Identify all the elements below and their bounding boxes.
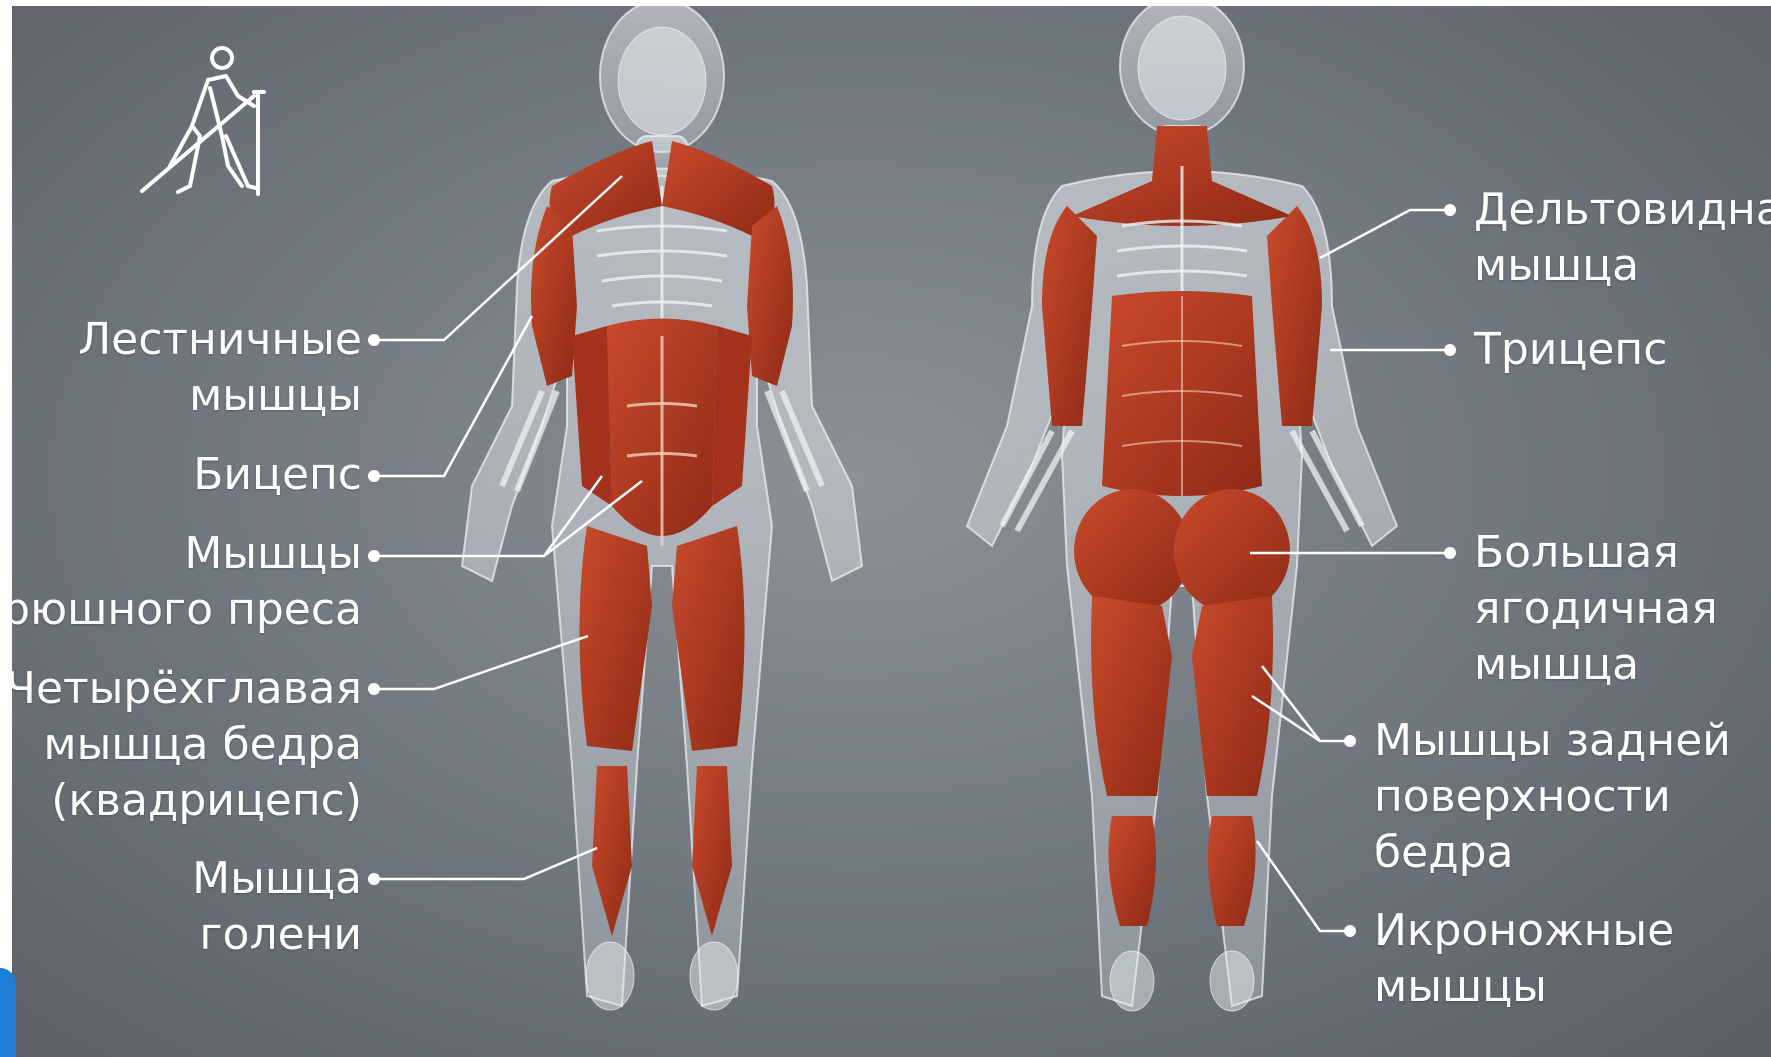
label-line: мышца [1474, 238, 1771, 294]
label-hamstrings: Мышцы задней поверхности бедра [1374, 713, 1731, 881]
anatomy-diagram: Лестничные мышцы Бицепс Мышцы брюшного п… [12, 6, 1771, 1057]
label-line: мышцы [1374, 959, 1674, 1015]
label-line: Четырёхглавая [12, 661, 362, 717]
label-line: бедра [1374, 825, 1731, 881]
front-figure [462, 6, 862, 1010]
label-line: голени [192, 907, 362, 963]
label-line: Трицепс [1474, 322, 1667, 378]
label-scalene: Лестничные мышцы [78, 312, 362, 424]
corner-accent [0, 968, 16, 1057]
label-line: Лестничные [78, 312, 362, 368]
label-line: Мышцы [12, 526, 362, 582]
label-line: Бицепс [193, 447, 362, 503]
label-deltoid: Дельтовидная мышца [1474, 182, 1771, 294]
label-line: Икроножные [1374, 903, 1674, 959]
label-calves: Икроножные мышцы [1374, 903, 1674, 1015]
label-biceps: Бицепс [193, 447, 362, 503]
label-line: поверхности [1374, 769, 1731, 825]
label-line: мышцы [78, 368, 362, 424]
label-line: Мышца [192, 851, 362, 907]
label-line: Мышцы задней [1374, 713, 1731, 769]
label-shin: Мышца голени [192, 851, 362, 963]
label-line: мышца [1474, 637, 1718, 693]
label-line: Большая [1474, 525, 1718, 581]
back-figure [967, 6, 1397, 1011]
label-triceps: Трицепс [1474, 322, 1667, 378]
label-line: ягодичная [1474, 581, 1718, 637]
label-quadriceps: Четырёхглавая мышца бедра (квадрицепс) [12, 661, 362, 829]
label-gluteus: Большая ягодичная мышца [1474, 525, 1718, 693]
label-line: (квадрицепс) [12, 773, 362, 829]
label-line: мышца бедра [12, 717, 362, 773]
label-line: Дельтовидная [1474, 182, 1771, 238]
label-abs: Мышцы брюшного преса [12, 526, 362, 638]
label-line: брюшного преса [12, 582, 362, 638]
